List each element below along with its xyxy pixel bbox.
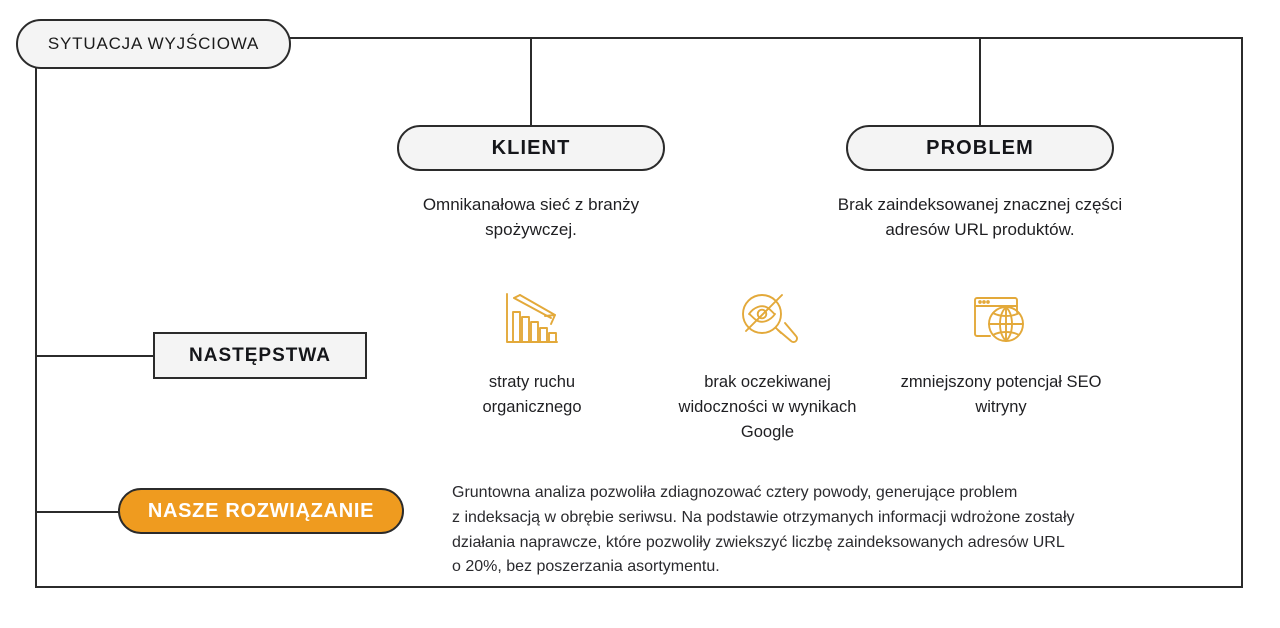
node-sytuacja-wyjsciowa-label: SYTUACJA WYJŚCIOWA [47, 34, 260, 53]
node-sytuacja-wyjsciowa[interactable]: SYTUACJA WYJŚCIOWA [16, 19, 291, 69]
node-klient-caption: Omnikanałowa sieć z branży spożywczej. [422, 195, 640, 239]
node-problem[interactable]: PROBLEM [846, 125, 1114, 171]
consequence-item-1: straty ruchu organicznego [452, 288, 612, 420]
declining-bar-chart-icon [501, 288, 563, 350]
connector-drop-problem [979, 37, 981, 127]
no-visibility-search-icon [737, 288, 799, 350]
consequence-item-2-label: brak oczekiwanej widoczności w wynikach … [678, 373, 857, 441]
connector-bottom-horizontal [35, 586, 1243, 588]
solution-description: Gruntowna analiza pozwoliła zdiagnozować… [452, 484, 1075, 576]
consequence-item-3-label: zmniejszony potencjał SEO witryny [900, 373, 1102, 416]
node-nasze-rozwiazanie-label: NASZE ROZWIĄZANIE [147, 499, 375, 522]
node-problem-label: PROBLEM [926, 136, 1034, 159]
connector-left-spine [35, 65, 37, 588]
node-problem-caption: Brak zaindeksowanej znacznej części adre… [837, 195, 1123, 239]
node-nastepstwa[interactable]: NASTĘPSTWA [153, 332, 367, 379]
consequence-item-2: brak oczekiwanej widoczności w wynikach … [665, 288, 870, 444]
connector-branch-nastepstwa [35, 355, 160, 357]
connector-top-horizontal [290, 37, 1243, 39]
connector-branch-rozwiazanie [35, 511, 135, 513]
connector-drop-klient [530, 37, 532, 127]
consequence-item-3: zmniejszony potencjał SEO witryny [898, 288, 1104, 420]
node-klient-label: KLIENT [491, 136, 571, 159]
node-nastepstwa-label: NASTĘPSTWA [189, 344, 331, 366]
connector-right-vertical [1241, 37, 1243, 588]
browser-globe-icon [970, 288, 1032, 350]
consequence-item-1-label: straty ruchu organicznego [482, 373, 582, 416]
node-klient[interactable]: KLIENT [397, 125, 665, 171]
node-nasze-rozwiazanie[interactable]: NASZE ROZWIĄZANIE [118, 488, 404, 534]
